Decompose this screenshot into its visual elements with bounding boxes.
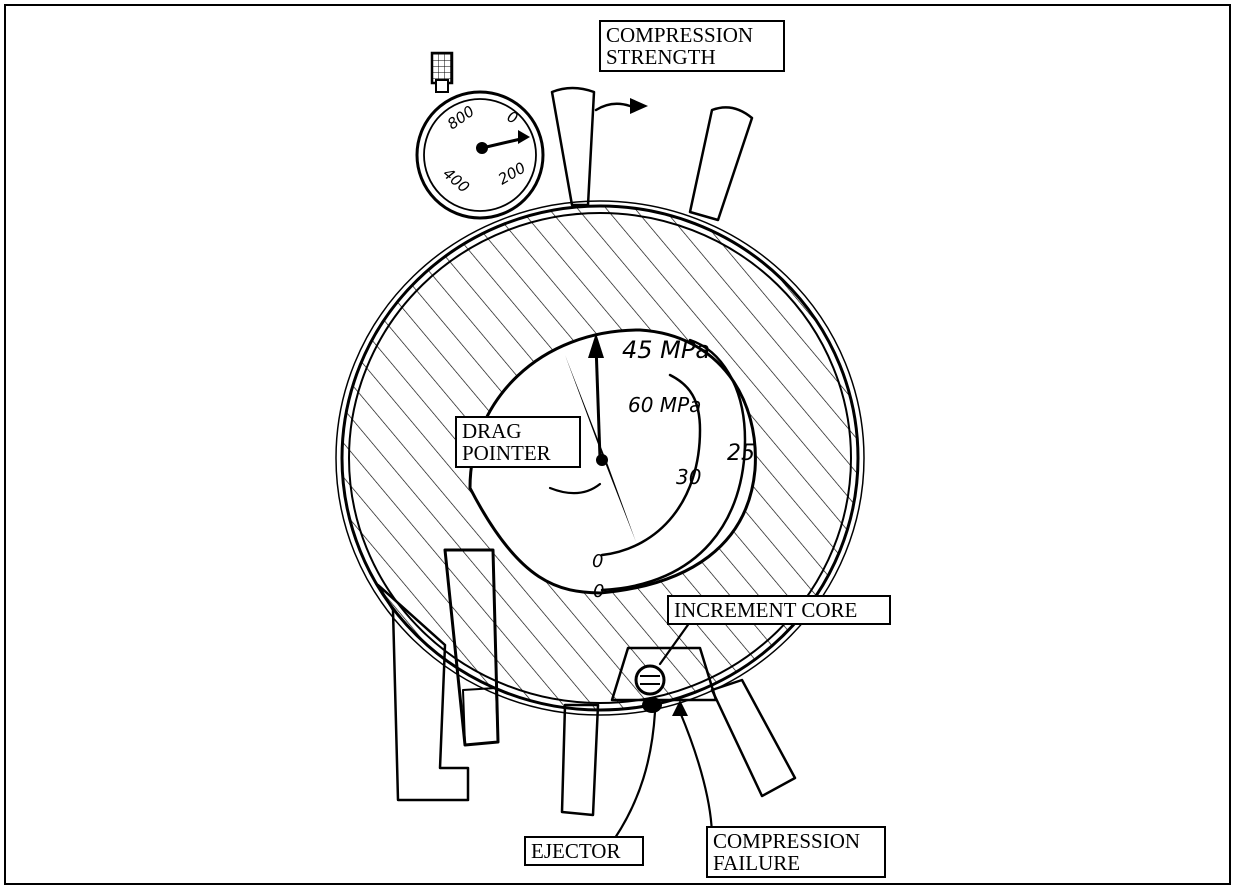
inner-zero-label: 0 <box>592 551 603 572</box>
compression-strength-label: COMPRESSION STRENGTH <box>599 20 785 72</box>
arrowhead-right <box>630 98 648 114</box>
upper-right-handle <box>690 107 752 220</box>
ejector-leader <box>615 712 655 838</box>
outer-scale-label: 45 MPa <box>622 336 710 364</box>
ejector-label: EJECTOR <box>524 836 644 866</box>
compression-failure-label: COMPRESSION FAILURE <box>706 826 886 878</box>
arrowhead-up <box>672 700 688 716</box>
inner-scale-label: 60 MPa <box>628 393 701 417</box>
drag-pointer-label: DRAG POINTER <box>455 416 581 468</box>
compression-failure-leader <box>680 712 712 838</box>
increment-core-label: INCREMENT CORE <box>667 595 891 625</box>
inner-tick-label: 30 <box>676 465 701 489</box>
lower-right-handle <box>712 680 795 796</box>
stopwatch-gauge <box>417 53 543 218</box>
outer-tick-label: 25 <box>727 441 755 466</box>
compression-strength-arrow <box>596 104 630 110</box>
outer-zero-label: 0 <box>593 581 604 602</box>
lower-left-handle <box>562 705 598 815</box>
upper-left-handle <box>552 88 594 205</box>
